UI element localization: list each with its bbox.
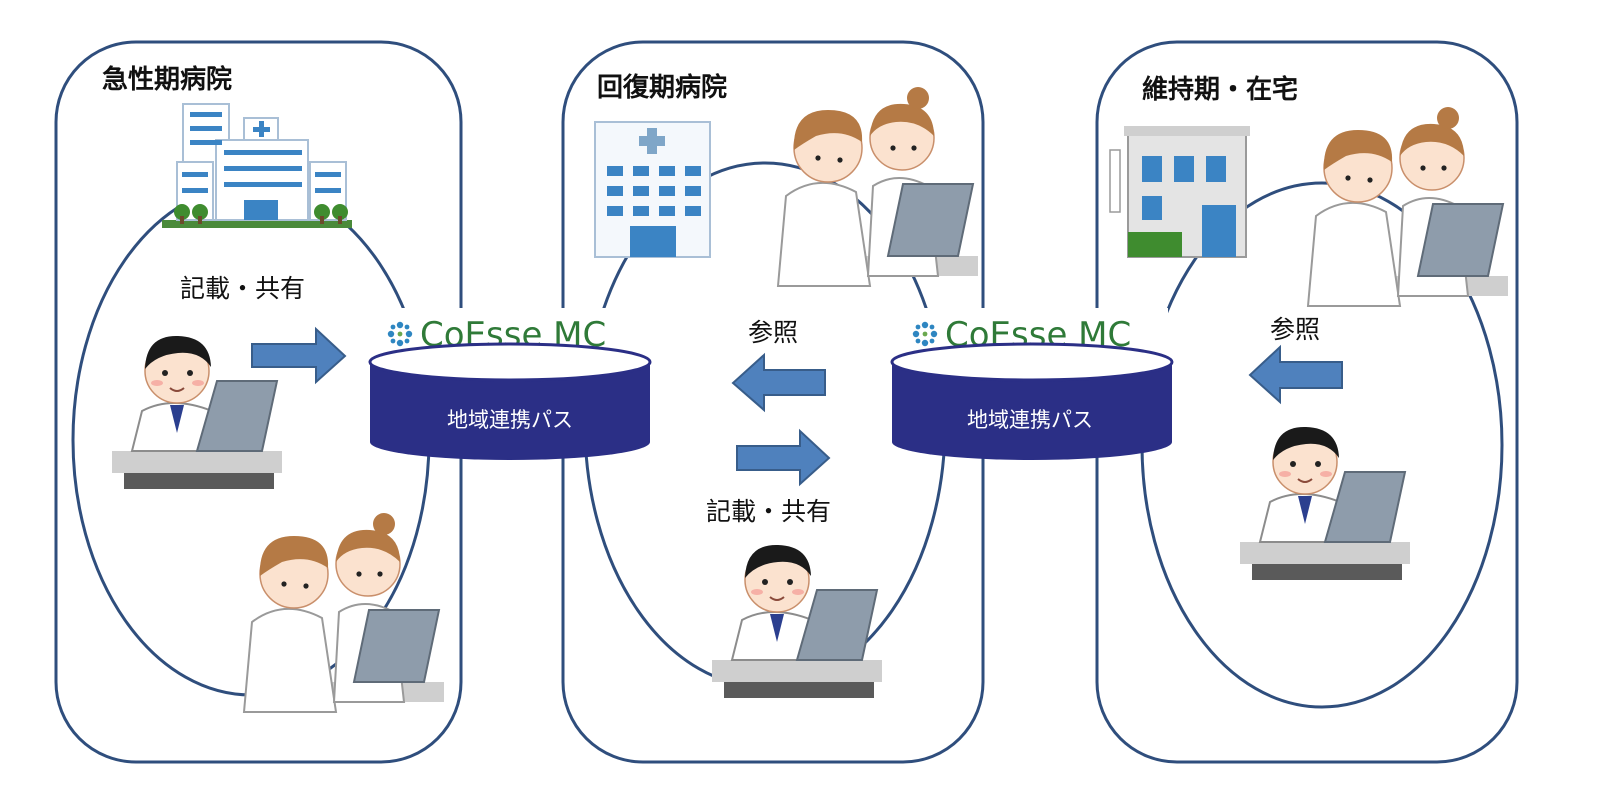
section-title-recovery: 回復期病院 xyxy=(597,72,727,103)
coesse-system-2: CoEsse MC 地域連携パス xyxy=(890,308,1174,460)
database-cylinder xyxy=(368,342,652,460)
hospital-large-icon xyxy=(162,103,352,228)
coesse-system-1: CoEsse MC 地域連携パス xyxy=(368,308,652,460)
section-title-maintenance: 維持期・在宅 xyxy=(1142,74,1298,105)
care-facility-icon xyxy=(1109,126,1250,258)
hospital-small-icon xyxy=(594,121,711,258)
database-label: 地域連携パス xyxy=(447,408,573,432)
database-label: 地域連携パス xyxy=(967,408,1093,432)
section-title-acute: 急性期病院 xyxy=(102,64,232,95)
label-recovery-refer: 参照 xyxy=(748,318,798,347)
label-recovery-write: 記載・共有 xyxy=(706,497,831,526)
coesse-logo-icon xyxy=(912,321,938,347)
database-cylinder xyxy=(890,342,1174,460)
arrow-right-icon xyxy=(736,428,831,487)
label-acute-write: 記載・共有 xyxy=(180,274,305,303)
arrow-left-icon xyxy=(1248,344,1343,405)
arrow-right-icon xyxy=(251,326,347,385)
coesse-logo-icon xyxy=(387,321,413,347)
arrow-left-icon xyxy=(731,352,826,413)
nurses-icon xyxy=(1307,106,1509,307)
nurses-icon xyxy=(777,86,979,287)
doctor-icon xyxy=(711,543,883,699)
label-maintenance-refer: 参照 xyxy=(1270,315,1320,344)
doctor-icon xyxy=(1239,425,1411,581)
